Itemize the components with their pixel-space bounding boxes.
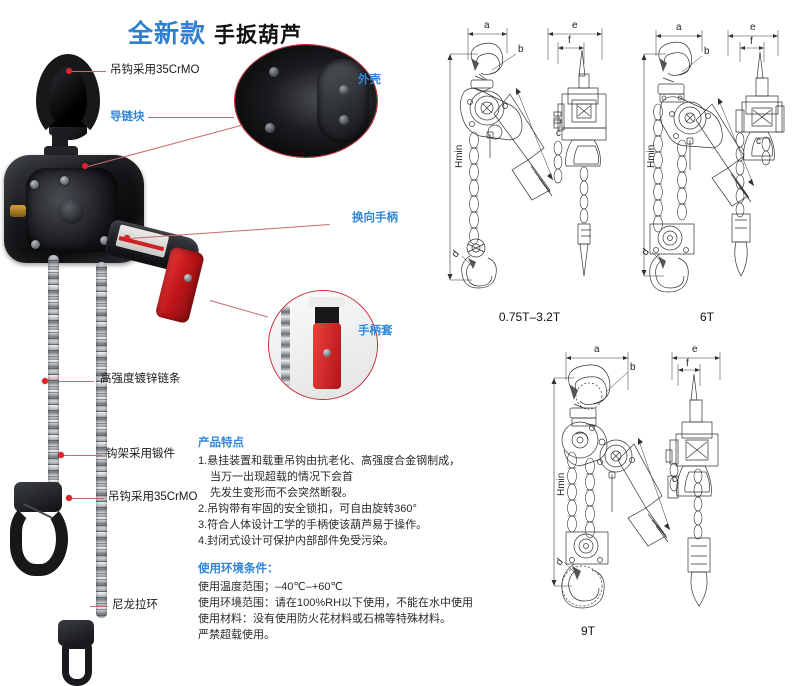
features-line: 2.吊钩带有牢固的安全锁扣，可自由旋转360° — [198, 503, 417, 515]
features-line: 4.封闭式设计可保护内部部件免受污染。 — [198, 535, 395, 547]
usage-block: 使用环境条件： 使用温度范围；–40℃–+60℃ 使用环境范围：请在100%RH… — [198, 560, 473, 643]
inset-grip-bolt — [323, 349, 331, 357]
body-bolt — [31, 240, 40, 249]
page-title: 全新款 手扳葫芦 — [128, 14, 302, 50]
dim-b: b — [518, 44, 524, 55]
dim-f: f — [568, 35, 571, 46]
callout-label-grip-sleeve: 手柄套 — [358, 325, 393, 337]
drawing-6t: Hmin a b c d e f 6T — [632, 8, 797, 324]
hand-chain — [96, 262, 107, 618]
callout-leader-chain — [48, 381, 94, 382]
housing-bolt — [269, 67, 279, 77]
callout-label-chain: 高强度镀锌链条 — [100, 373, 181, 385]
callout-label-hook-frame: 钩架采用锻件 — [106, 448, 175, 460]
drawing-0_75t-3_2t: Hmin a b c d e f 0.75T–3.2T — [432, 8, 627, 324]
callout-dot-reverse-lever — [124, 235, 130, 241]
drawing-caption-3: 9T — [580, 624, 595, 638]
callout-leader-grip-sleeve — [209, 300, 268, 318]
body-bolt — [100, 236, 109, 245]
callout-leader-nylon-ring — [90, 606, 108, 607]
housing-bolt — [339, 85, 349, 95]
dim-e: e — [572, 20, 578, 31]
dim-hmin: Hmin — [646, 145, 657, 168]
callout-dot-chain-guide — [82, 163, 88, 169]
inset-housing-detail — [234, 44, 378, 158]
callout-leader-bottom-hook — [72, 498, 104, 499]
callout-dot-hook-frame — [58, 452, 64, 458]
inset-grip-detail — [268, 290, 378, 400]
usage-line: 使用温度范围；–40℃–+60℃ — [198, 581, 343, 593]
drawing-svg-1: Hmin a b c d e f — [447, 20, 607, 289]
drawing-9t: Hmin a b c d e f 9T — [528, 334, 768, 638]
housing-cover — [317, 59, 369, 143]
dim-e: e — [692, 344, 698, 355]
callout-leader-top-hook — [72, 71, 106, 72]
dim-b: b — [704, 46, 710, 57]
drawing-caption-1: 0.75T–3.2T — [498, 310, 561, 324]
title-main: 手扳葫芦 — [213, 24, 302, 47]
callout-dot-chain — [42, 378, 48, 384]
handle-grip-bolt — [184, 274, 192, 282]
dim-b: b — [630, 362, 636, 373]
dim-c: c — [556, 128, 561, 139]
callout-label-top-hook: 吊钩采用35CrMO — [110, 64, 200, 76]
drawing-caption-2: 6T — [699, 310, 714, 324]
callout-label-nylon-ring: 尼龙拉环 — [112, 599, 158, 611]
dim-hmin: Hmin — [454, 145, 465, 168]
callout-leader-chain-guide-2 — [148, 117, 234, 118]
body-bolt — [30, 180, 39, 189]
dim-a: a — [594, 344, 600, 355]
features-line: 先发生变形而不会突然断裂。 — [210, 487, 353, 499]
dim-d: d — [554, 557, 566, 568]
dim-c: c — [756, 136, 761, 147]
housing-bolt — [265, 123, 275, 133]
title-highlight: 全新款 — [128, 20, 207, 48]
usage-line: 使用材料：没有使用防火花材料或石棉等特殊材料。 — [198, 613, 451, 625]
callout-label-housing: 外壳 — [358, 74, 381, 86]
features-heading: 产品特点 — [198, 437, 244, 449]
usage-line: 严禁超载使用。 — [198, 629, 275, 641]
dim-f: f — [750, 36, 753, 47]
inset-chain — [281, 305, 290, 387]
body-bolt — [60, 176, 69, 185]
dim-a: a — [484, 20, 490, 31]
dim-a: a — [676, 22, 682, 33]
features-line: 1.悬挂装置和载重吊钩由抗老化、高强度合金钢制成， — [198, 455, 461, 467]
dim-hmin: Hmin — [556, 473, 567, 496]
housing-bolt — [339, 115, 349, 125]
nylon-ring-block — [58, 620, 94, 646]
usage-line: 使用环境范围：请在100%RH以下使用，不能在水中使用 — [198, 597, 474, 609]
callout-label-reverse-lever: 换向手柄 — [352, 212, 398, 224]
load-chain — [48, 255, 59, 487]
features-block: 产品特点 1.悬挂装置和载重吊钩由抗老化、高强度合金钢制成， 当万一出现超载的情… — [198, 434, 460, 549]
dim-e: e — [750, 22, 756, 33]
callout-label-chain-guide: 导链块 — [110, 111, 145, 123]
dim-f: f — [686, 358, 689, 369]
callout-dot-bottom-hook — [66, 495, 72, 501]
dim-d: d — [640, 247, 652, 258]
features-line: 3.符合人体设计工学的手柄使该葫芦易于操作。 — [198, 519, 428, 531]
drawing-svg-2: Hmin a b c d e f — [640, 22, 785, 293]
bottom-hook-graphic — [10, 502, 68, 576]
usage-heading: 使用环境条件： — [198, 563, 279, 575]
callout-label-bottom-hook: 吊钩采用35CrMO — [108, 491, 198, 503]
inset-ce-label — [309, 297, 345, 307]
callout-leader-hook-frame — [64, 455, 102, 456]
gear-hub — [58, 198, 84, 224]
features-line: 当万一出现超载的情况下会首 — [210, 471, 353, 483]
nylon-pull-ring-graphic — [62, 642, 92, 686]
dim-d: d — [450, 249, 462, 260]
top-hook-graphic — [36, 54, 100, 140]
brass-fitting — [10, 205, 26, 217]
callout-dot-top-hook — [66, 68, 72, 74]
dim-c: c — [672, 474, 677, 485]
product-photo — [0, 50, 215, 686]
drawing-svg-3: Hmin a b c d e f — [551, 344, 721, 609]
